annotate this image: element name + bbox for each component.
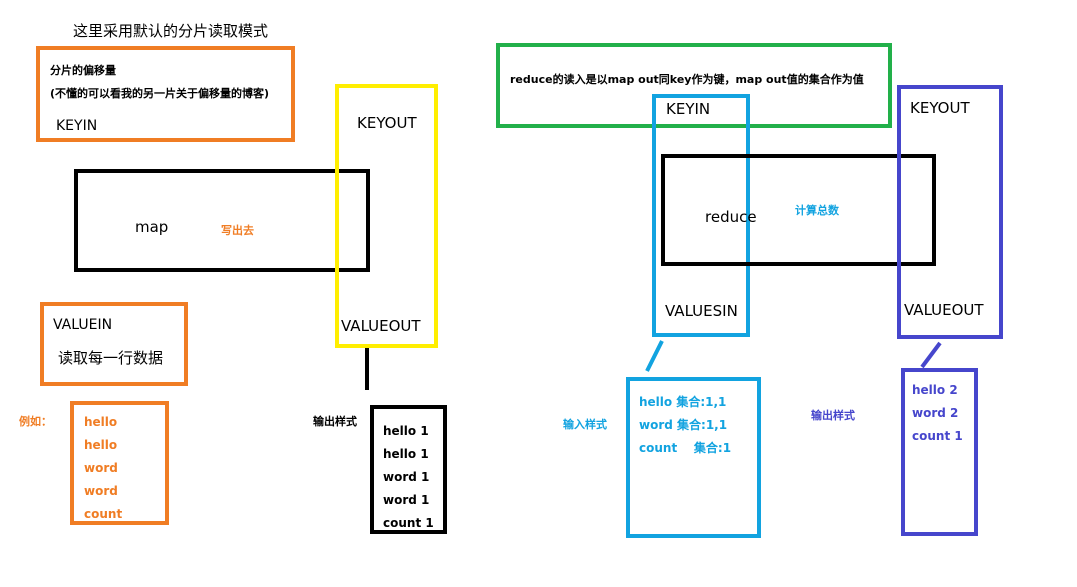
map-write-note: 写出去: [221, 224, 254, 237]
reduce-output-item: word 2: [912, 406, 959, 420]
reduce-compute-note: 计算总数: [795, 204, 839, 217]
map-output-item: count 1: [383, 516, 434, 530]
map-output-item: word 1: [383, 493, 430, 507]
reduce-header-box: [496, 43, 892, 128]
map-output-connector: [365, 348, 369, 390]
reduce-keyout-label: KEYOUT: [910, 99, 970, 117]
reduce-input-box: [652, 94, 750, 337]
reduce-keyin-label: KEYIN: [666, 100, 711, 118]
reduce-output-sample-box: [901, 368, 978, 536]
map-output-sample-box: [370, 405, 447, 534]
reduce-output-item: hello 2: [912, 383, 958, 397]
example-item: count: [84, 507, 123, 521]
example-item: hello: [84, 415, 118, 429]
reduce-input-item: count 集合:1: [639, 441, 732, 455]
map-label: map: [135, 218, 169, 236]
example-label: 例如：: [19, 415, 52, 428]
example-item: word: [84, 461, 118, 475]
map-output-item: hello 1: [383, 424, 429, 438]
output-connector-line: [920, 341, 942, 369]
map-valuein-desc: 读取每一行数据: [58, 349, 164, 367]
example-item: word: [84, 484, 118, 498]
reduce-valuesin-label: VALUESIN: [665, 302, 738, 320]
reduce-label: reduce: [705, 208, 757, 226]
example-list: hello hello word word count: [84, 411, 122, 526]
reduce-output-item: count 1: [912, 429, 963, 443]
map-box: [74, 169, 370, 272]
map-output-item: hello 1: [383, 447, 429, 461]
input-connector-line: [645, 340, 664, 372]
reduce-input-sample-box: [626, 377, 761, 538]
reduce-valueout-label: VALUEOUT: [904, 301, 984, 319]
reduce-input-item: hello 集合:1,1: [639, 395, 727, 409]
keyin-offset-note: (不懂的可以看我的另一片关于偏移量的博客): [50, 87, 270, 100]
reduce-output-list: hello 2 word 2 count 1: [912, 379, 963, 448]
example-item: hello: [84, 438, 118, 452]
map-keyout-label: KEYOUT: [357, 114, 417, 132]
example-box: [70, 401, 169, 525]
map-keyin-label: KEYIN: [56, 118, 98, 134]
reduce-box: [661, 154, 936, 266]
reduce-header-text: reduce的读入是以map out同key作为键，map out值的集合作为值: [510, 73, 864, 86]
page-title: 这里采用默认的分片读取模式: [73, 22, 269, 40]
reduce-input-list: hello 集合:1,1 word 集合:1,1 count 集合:1: [639, 391, 731, 460]
reduce-output-style-label: 输出样式: [811, 409, 855, 422]
reduce-output-box: [897, 85, 1003, 339]
map-output-item: word 1: [383, 470, 430, 484]
reduce-input-item: word 集合:1,1: [639, 418, 728, 432]
map-valuein-label: VALUEIN: [53, 317, 113, 333]
map-output-style-label: 输出样式: [313, 415, 357, 428]
reduce-input-style-label: 输入样式: [563, 418, 607, 431]
map-output-box: [335, 84, 438, 348]
map-keyin-box: [36, 46, 295, 142]
map-valuein-box: [40, 302, 188, 386]
map-output-list: hello 1 hello 1 word 1 word 1 count 1: [383, 420, 434, 535]
map-valueout-label: VALUEOUT: [341, 317, 421, 335]
keyin-offset-label: 分片的偏移量: [50, 64, 116, 77]
